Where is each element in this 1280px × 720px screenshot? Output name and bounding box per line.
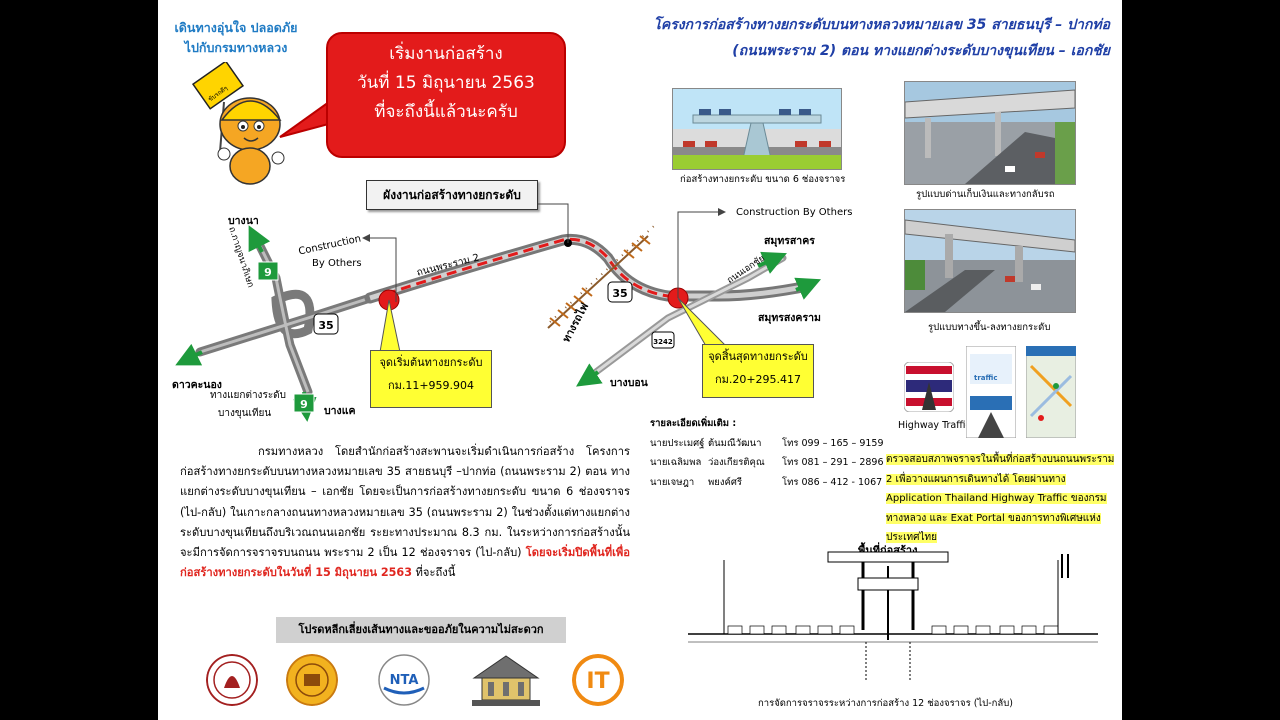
ministry-seal-logo (206, 654, 258, 706)
section-caption: การจัดการจราจรระหว่างการก่อสร้าง 12 ช่อง… (758, 698, 1013, 709)
contact-row: นายประเมศฐ์ต้นมณีวัฒนา โทร 099 – 165 – 91… (650, 434, 884, 454)
contact-phone: โทร 099 – 165 – 9159 (782, 437, 884, 449)
start-point-title: จุดเริ่มต้นทางยกระดับ (379, 356, 483, 369)
route-35-shield-number-right: 35 (612, 287, 627, 300)
construction-plan-label: ผังงานก่อสร้างทางยกระดับ (366, 180, 538, 210)
route-9-top-shield-number: 9 (264, 266, 272, 279)
ramp-image (904, 209, 1076, 313)
label-interchange-2: บางขุนเทียน (218, 408, 272, 419)
start-point-box: จุดเริ่มต้นทางยกระดับ กม.11+959.904 (370, 350, 492, 408)
cross-section-drawing (688, 551, 1098, 680)
label-bangna: บางนา (228, 215, 259, 227)
mascot-illustration: ขับรถดีๆ (191, 62, 285, 185)
label-samut-songkhram: สมุทรสงคราม (758, 312, 821, 324)
label-samut-sakhon: สมุทรสาคร (764, 235, 815, 247)
app-screenshot-2 (1026, 346, 1076, 438)
slogan-line-1: เดินทางอุ่นใจ ปลอดภัย (174, 20, 298, 35)
cross-section-caption: ก่อสร้างทางยกระดับ ขนาด 6 ช่องจราจร (680, 174, 846, 185)
nta-logo-text: NTA (390, 673, 419, 688)
title-line-2: (ถนนพระราม 2) ตอน ทางแยกต่างระดับบางขุนเ… (732, 43, 1110, 59)
label-bang-bon: บางบอน (610, 377, 648, 389)
route-3242-shield-number: 3242 (653, 338, 673, 346)
description-red-text: โดยจะเริ่มปิดพื้นที่เพื่อก่อสร้างทางยกระ… (180, 546, 630, 580)
end-point-km: กม.20+295.417 (714, 373, 802, 386)
end-point-box: จุดสิ้นสุดทางยกระดับ กม.20+295.417 (702, 344, 814, 398)
highway-traffic-label: Highway Traffic (898, 420, 971, 431)
avoid-route-notice: โปรดหลีกเลี่ยงเส้นทางและขออภัยในความไม่ส… (276, 617, 566, 643)
end-point-title: จุดสิ้นสุดทางยกระดับ (708, 350, 808, 363)
contact-row: นายเฉลิมพล ว่องเกียรติคุณ โทร 081 – 291 – … (650, 453, 884, 473)
description-text: กรมทางหลวง โดยสำนักก่อสร้างสะพานจะเริ่มด… (180, 445, 630, 560)
highway-traffic-app-icon[interactable] (904, 362, 954, 412)
title-line-1: โครงการก่อสร้างทางยกระดับบนทางหลวงหมายเล… (653, 17, 1110, 33)
label-construction-by-others-2: Construction By Others (736, 207, 853, 218)
description-tail: ที่จะถึงนี้ (412, 566, 456, 580)
project-title: โครงการก่อสร้างทางยกระดับบนทางหลวงหมายเล… (610, 12, 1110, 64)
contact-name: นายเจษฎา (650, 476, 695, 488)
contact-name: นายเฉลิมพล (650, 457, 702, 468)
start-point-km: กม.11+959.904 (387, 379, 475, 392)
app-name-text: traffic (974, 374, 997, 382)
doh-seal-logo (286, 654, 338, 706)
app-screenshot-1: traffic (966, 346, 1016, 438)
slogan: เดินทางอุ่นใจ ปลอดภัย ไปกับกรมทางหลวง (166, 18, 306, 58)
bubble-line-2: วันที่ 15 มิถุนายน 2563 (357, 73, 535, 93)
building-logo (472, 655, 540, 706)
nta-logo: NTA (378, 654, 430, 706)
contact-surname: ว่องเกียรติคุณ (708, 457, 765, 468)
ramp-caption: รูปแบบทางขึ้น-ลงทางยกระดับ (928, 322, 1051, 333)
slogan-line-2: ไปกับกรมทางหลวง (184, 40, 288, 55)
label-bang-khae: บางแค (324, 405, 356, 417)
it-logo-text: IT (586, 669, 609, 694)
contact-name: นายประเมศฐ์ (650, 437, 705, 449)
cross-section-image (672, 88, 842, 170)
contact-surname: ต้นมณีวัฒนา (708, 437, 762, 449)
bubble-line-3: ที่จะถึงนี้แล้วนะครับ (374, 102, 518, 122)
toll-plaza-image (904, 81, 1076, 185)
label-dao-khanong: ดาวคะนอง (172, 379, 222, 391)
start-date-bubble: เริ่มงานก่อสร้าง วันที่ 15 มิถุนายน 2563… (326, 32, 566, 158)
bubble-line-1: เริ่มงานก่อสร้าง (389, 44, 503, 64)
toll-plaza-caption: รูปแบบด่านเก็บเงินและทางกลับรถ (916, 189, 1055, 200)
project-description: กรมทางหลวง โดยสำนักก่อสร้างสะพานจะเริ่มด… (180, 442, 630, 583)
contact-phone: โทร 081 – 291 – 2896 (782, 457, 884, 468)
check-traffic-note: ตรวจสอบสภาพจราจรในพื้นที่ก่อสร้างบนถนนพร… (886, 450, 1116, 548)
route-map: 9 9 35 35 3242 (175, 203, 822, 422)
contact-phone: โทร 086 – 412 - 1067 (782, 476, 883, 488)
label-interchange-1: ทางแยกต่างระดับ (210, 390, 287, 401)
contact-surname: พยงค์ศรี (708, 476, 742, 488)
contacts: รายละเอียดเพิ่มเติม : นายประเมศฐ์ต้นมณีว… (650, 414, 884, 492)
infographic-page: เดินทางอุ่นใจ ปลอดภัย ไปกับกรมทางหลวง ขั… (158, 0, 1122, 720)
label-construction-by-others-1b: By Others (312, 258, 362, 269)
it-logo: IT (572, 654, 624, 706)
route-9-bottom-shield-number: 9 (300, 398, 308, 411)
contacts-heading: รายละเอียดเพิ่มเติม : (650, 418, 737, 429)
contact-row: นายเจษฎา พยงค์ศรี โทร 086 – 412 - 1067 (650, 473, 884, 493)
route-35-shield-number-left: 35 (318, 319, 333, 332)
